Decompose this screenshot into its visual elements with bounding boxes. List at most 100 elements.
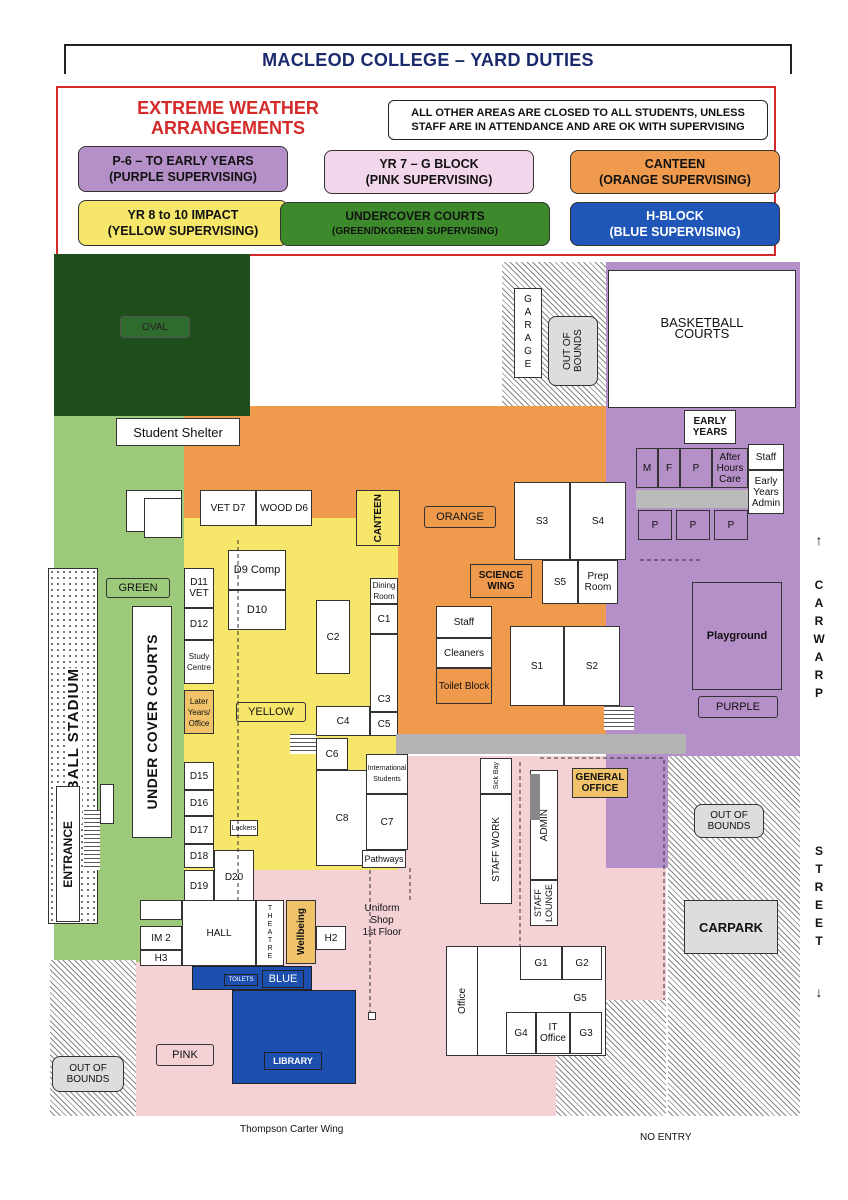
room-h2: H2 bbox=[316, 926, 346, 950]
it-office: IT Office bbox=[536, 1012, 570, 1054]
prep-room: Prep Room bbox=[578, 560, 618, 604]
cleaners: Cleaners bbox=[436, 638, 492, 668]
staff-room: Staff bbox=[436, 606, 492, 638]
legend-heading: EXTREME WEATHER ARRANGEMENTS bbox=[98, 94, 358, 142]
covered-walkway bbox=[396, 734, 686, 754]
legend-item-line2: (PURPLE SUPERVISING) bbox=[109, 170, 257, 184]
staff-work: STAFF WORK bbox=[480, 794, 512, 904]
room-d20: D20 bbox=[214, 850, 254, 904]
room-c6: C6 bbox=[316, 738, 348, 770]
purple-label: PURPLE bbox=[698, 696, 778, 718]
legend-item-green: UNDERCOVER COURTS (GREEN/DKGREEN SUPERVI… bbox=[280, 202, 550, 246]
oval-label: OVAL bbox=[120, 316, 190, 338]
legend-heading-line1: EXTREME WEATHER bbox=[137, 98, 319, 118]
after-hours-care: After Hours Care bbox=[712, 448, 748, 488]
room-d19: D19 bbox=[184, 870, 214, 902]
room-p: P bbox=[676, 510, 710, 540]
blue-label: BLUE bbox=[262, 970, 304, 988]
vet-d7: VET D7 bbox=[200, 490, 256, 526]
room-d12: D12 bbox=[184, 608, 214, 640]
room-p: P bbox=[638, 510, 672, 540]
open-ground bbox=[250, 262, 502, 406]
dining-room: Dining Room bbox=[370, 578, 398, 604]
title-bar: MACLEOD COLLEGE – YARD DUTIES bbox=[64, 44, 792, 74]
early-years-admin: Early Years Admin bbox=[748, 470, 784, 514]
library-label: LIBRARY bbox=[264, 1052, 322, 1070]
room-p: P bbox=[714, 510, 748, 540]
legend-note-line2: STAFF ARE IN ATTENDANCE AND ARE OK WITH … bbox=[411, 121, 745, 133]
legend-item-line2: (YELLOW SUPERVISING) bbox=[107, 224, 259, 238]
legend-item-line2: (ORANGE SUPERVISING) bbox=[599, 173, 751, 187]
legend-item-line1: CANTEEN bbox=[644, 157, 706, 171]
legend-item-blue: H-BLOCK (BLUE SUPERVISING) bbox=[570, 202, 780, 246]
wood-d6: WOOD D6 bbox=[256, 490, 312, 526]
street-label: STREET bbox=[814, 844, 824, 948]
legend-panel: EXTREME WEATHER ARRANGEMENTS ALL OTHER A… bbox=[56, 86, 780, 256]
stairs bbox=[530, 774, 540, 820]
international-students: International Students bbox=[366, 754, 408, 794]
science-wing: SCIENCE WING bbox=[470, 564, 532, 598]
theatre: THEATRE bbox=[256, 900, 284, 966]
library bbox=[232, 990, 356, 1084]
pathways: Pathways bbox=[362, 850, 406, 868]
office: Office bbox=[446, 946, 478, 1056]
room-im2: IM 2 bbox=[140, 926, 182, 950]
room-s3: S3 bbox=[514, 482, 570, 560]
legend-item-line1: UNDERCOVER COURTS bbox=[345, 209, 485, 223]
canteen: CANTEEN bbox=[356, 490, 400, 546]
walkway bbox=[636, 490, 748, 508]
d11-vet: D11 VET bbox=[184, 568, 214, 608]
yellow-label: YELLOW bbox=[236, 702, 306, 722]
legend-item-line1: P-6 – TO EARLY YEARS bbox=[112, 154, 254, 168]
room-d16: D16 bbox=[184, 790, 214, 816]
legend-item-line1: YR 8 to 10 IMPACT bbox=[127, 208, 239, 222]
hall: HALL bbox=[182, 900, 256, 966]
room-s5: S5 bbox=[542, 560, 578, 604]
uniform-shop: Uniform Shop 1st Floor bbox=[362, 903, 402, 938]
legend-item-line2: (PINK SUPERVISING) bbox=[365, 173, 493, 187]
room-g5: G5 bbox=[573, 992, 587, 1004]
room-d18: D18 bbox=[184, 844, 214, 868]
green-label: GREEN bbox=[106, 578, 170, 598]
lockers: Lockers bbox=[230, 820, 258, 836]
garage: GARAGE bbox=[514, 288, 542, 378]
carpark: CARPARK bbox=[684, 900, 778, 954]
legend-item-yellow: YR 8 to 10 IMPACT (YELLOW SUPERVISING) bbox=[78, 200, 288, 246]
legend-item-purple: P-6 – TO EARLY YEARS (PURPLE SUPERVISING… bbox=[78, 146, 288, 192]
room-d17: D17 bbox=[184, 816, 214, 844]
steps bbox=[290, 734, 316, 754]
room-g4: G4 bbox=[506, 1012, 536, 1054]
legend-item-pink: YR 7 – G BLOCK (PINK SUPERVISING) bbox=[324, 150, 534, 194]
path bbox=[84, 810, 100, 870]
legend-note-line1: ALL OTHER AREAS ARE CLOSED TO ALL STUDEN… bbox=[411, 107, 745, 119]
gate bbox=[100, 784, 114, 824]
room-c7: C7 bbox=[366, 794, 408, 850]
page-title: MACLEOD COLLEGE – YARD DUTIES bbox=[262, 49, 594, 70]
room-c5: C5 bbox=[370, 712, 398, 736]
legend-item-line2: (BLUE SUPERVISING) bbox=[609, 225, 741, 239]
room-g2: G2 bbox=[562, 946, 602, 980]
study-centre: Study Centre bbox=[184, 640, 214, 684]
entrance: ENTRANCE bbox=[56, 786, 80, 922]
legend-note: ALL OTHER AREAS ARE CLOSED TO ALL STUDEN… bbox=[388, 100, 768, 140]
room-c2: C2 bbox=[316, 600, 350, 674]
room-d15: D15 bbox=[184, 762, 214, 790]
early-years-staff: Staff bbox=[748, 444, 784, 470]
room-m: M bbox=[636, 448, 658, 488]
room-h3: H3 bbox=[140, 950, 182, 966]
room-c3: C3 bbox=[370, 634, 398, 712]
legend-item-line1: H-BLOCK bbox=[646, 209, 704, 223]
marker bbox=[368, 1012, 376, 1020]
no-entry: NO ENTRY bbox=[640, 1132, 692, 1143]
arrow-down-icon: ↓ bbox=[815, 984, 823, 1000]
staff-lounge: STAFF LOUNGE bbox=[530, 880, 558, 926]
room-s4: S4 bbox=[570, 482, 626, 560]
toilet-block: Toilet Block bbox=[436, 668, 492, 704]
later-years-office: Later Years/ Office bbox=[184, 690, 214, 734]
sick-bay: Sick Bay bbox=[480, 758, 512, 794]
out-of-bounds-bottom: OUT OF BOUNDS bbox=[52, 1056, 124, 1092]
under-cover-courts: UNDER COVER COURTS bbox=[132, 606, 172, 838]
room-f: F bbox=[658, 448, 680, 488]
